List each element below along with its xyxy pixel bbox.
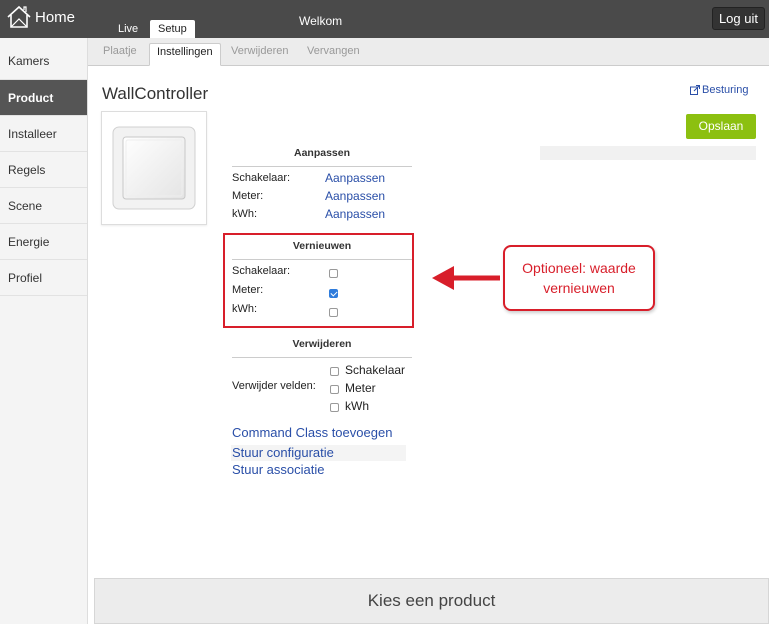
vernieuwen-kwh-checkbox[interactable] — [329, 308, 338, 317]
stuur-configuratie-highlight — [231, 445, 406, 461]
aanpassen-schakelaar-label: Schakelaar: — [232, 172, 291, 184]
vernieuwen-meter-label: Meter: — [232, 284, 264, 296]
sidebar-item-product[interactable]: Product — [0, 80, 87, 116]
verwijderen-header: Verwijderen — [232, 338, 412, 358]
annotation-callout: Optioneel: waarde vernieuwen — [503, 245, 655, 311]
wall-switch-icon — [112, 126, 196, 210]
annotation-arrow-icon — [432, 266, 500, 290]
verwijder-velden-label: Verwijder velden: — [232, 380, 316, 392]
verwijder-kwh-checkbox[interactable] — [330, 403, 339, 412]
home-link[interactable]: Home — [6, 4, 75, 30]
stuur-associatie-link[interactable]: Stuur associatie — [232, 462, 325, 477]
product-image — [101, 111, 207, 225]
vernieuwen-schakelaar-label: Schakelaar: — [232, 265, 291, 277]
aanpassen-schakelaar-link[interactable]: Aanpassen — [325, 171, 386, 185]
vernieuwen-header: Vernieuwen — [232, 240, 412, 260]
besturing-label: Besturing — [702, 84, 749, 96]
tab-live[interactable]: Live — [118, 23, 139, 35]
vernieuwen-kwh-label: kWh: — [232, 303, 258, 315]
sidebar-item-kamers[interactable]: Kamers — [0, 38, 87, 80]
external-link-icon — [690, 85, 700, 95]
sidebar: Kamers Product Installeer Regels Scene E… — [0, 38, 88, 624]
verwijder-meter-checkbox[interactable] — [330, 385, 339, 394]
save-button[interactable]: Opslaan — [686, 114, 756, 139]
sidebar-item-scene[interactable]: Scene — [0, 188, 87, 224]
aanpassen-header: Aanpassen — [232, 147, 412, 167]
tab-plaatje[interactable]: Plaatje — [103, 45, 137, 57]
vernieuwen-schakelaar-checkbox[interactable] — [329, 269, 338, 278]
welcome-text: Welkom — [299, 14, 343, 28]
sidebar-item-energie[interactable]: Energie — [0, 224, 87, 260]
sidebar-item-regels[interactable]: Regels — [0, 152, 87, 188]
logout-button[interactable]: Log uit — [711, 7, 765, 30]
tab-instellingen[interactable]: Instellingen — [149, 43, 221, 66]
verwijder-kwh-label: kWh — [345, 399, 369, 413]
home-icon — [7, 5, 31, 28]
status-strip — [540, 146, 756, 160]
choose-product-button[interactable]: Kies een product — [94, 578, 769, 624]
aanpassen-meter-link[interactable]: Aanpassen — [325, 189, 386, 203]
top-bar: Home Live Setup Welkom Log uit — [0, 0, 769, 38]
sub-tabs: Plaatje Instellingen Verwijderen Vervang… — [88, 38, 769, 66]
verwijder-meter-label: Meter — [345, 381, 376, 395]
annotation-text: Optioneel: waarde vernieuwen — [522, 260, 636, 296]
vernieuwen-highlight-box — [223, 233, 414, 328]
home-label: Home — [35, 8, 76, 26]
sidebar-item-profiel[interactable]: Profiel — [0, 260, 87, 296]
verwijder-schakelaar-label: Schakelaar — [345, 363, 406, 377]
tab-setup[interactable]: Setup — [150, 20, 195, 38]
besturing-link[interactable]: Besturing — [690, 84, 748, 96]
vernieuwen-meter-checkbox[interactable] — [329, 289, 338, 298]
command-class-link[interactable]: Command Class toevoegen — [232, 425, 393, 440]
page-title: WallController — [102, 84, 209, 103]
verwijder-schakelaar-checkbox[interactable] — [330, 367, 339, 376]
stuur-configuratie-link[interactable]: Stuur configuratie — [232, 445, 334, 460]
sidebar-item-installeer[interactable]: Installeer — [0, 116, 87, 152]
aanpassen-kwh-label: kWh: — [232, 208, 258, 220]
aanpassen-meter-label: Meter: — [232, 190, 264, 202]
tab-verwijderen[interactable]: Verwijderen — [231, 45, 289, 57]
tab-vervangen[interactable]: Vervangen — [307, 45, 360, 57]
aanpassen-kwh-link[interactable]: Aanpassen — [325, 207, 386, 221]
